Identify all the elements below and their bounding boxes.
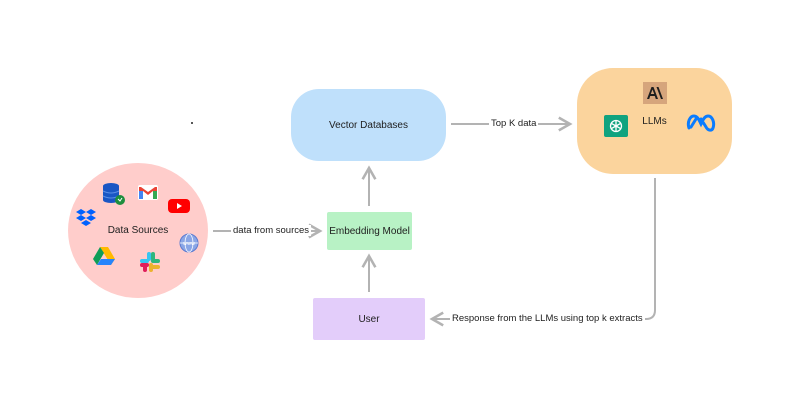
stray-dot bbox=[191, 122, 193, 124]
llms-label: LLMs bbox=[642, 115, 667, 127]
gmail-icon bbox=[138, 185, 158, 200]
edge-label-response: Response from the LLMs using top k extra… bbox=[450, 313, 645, 324]
database-icon bbox=[102, 183, 125, 205]
edge-label-top-k-data: Top K data bbox=[489, 118, 539, 129]
user-node: User bbox=[313, 298, 425, 340]
arrow-llms-to-user bbox=[429, 178, 656, 327]
vector-databases-node: Vector Databases bbox=[291, 89, 446, 161]
embedding-model-label: Embedding Model bbox=[329, 225, 410, 237]
vector-databases-label: Vector Databases bbox=[329, 119, 408, 131]
anthropic-icon bbox=[643, 82, 667, 104]
openai-icon bbox=[604, 115, 628, 137]
data-sources-label: Data Sources bbox=[107, 225, 169, 236]
svg-text:www: www bbox=[183, 241, 195, 247]
user-label: User bbox=[358, 313, 380, 325]
www-globe-icon: www bbox=[179, 233, 199, 253]
slack-icon bbox=[140, 252, 160, 272]
dropbox-icon bbox=[76, 209, 96, 226]
meta-icon bbox=[686, 114, 716, 132]
data-sources-node: Data Sources bbox=[68, 163, 208, 298]
edge-label-data-from-sources: data from sources bbox=[231, 225, 312, 236]
youtube-icon bbox=[168, 199, 190, 213]
google-drive-icon bbox=[93, 247, 115, 265]
embedding-model-node: Embedding Model bbox=[327, 212, 412, 250]
